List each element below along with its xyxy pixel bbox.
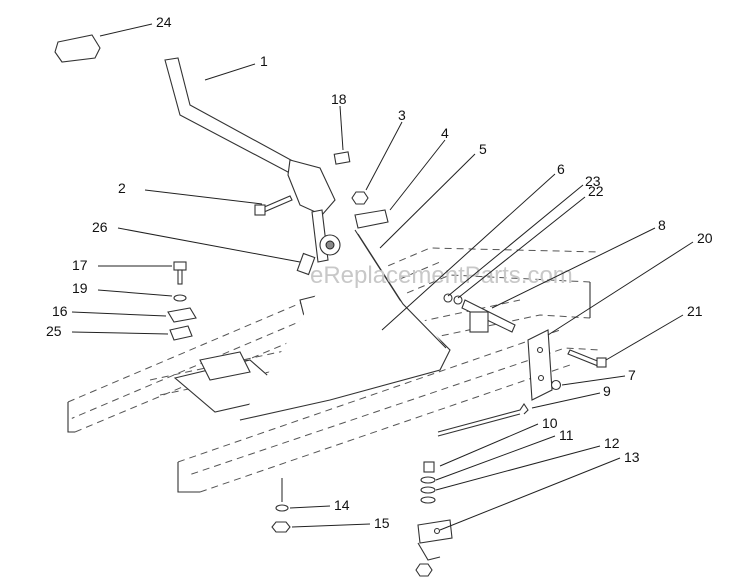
callout-10: 10 xyxy=(542,415,558,431)
bracket-4 xyxy=(354,209,389,229)
watermark-text: eReplacementParts.com xyxy=(310,262,573,289)
nut-3 xyxy=(351,191,369,205)
nut-7 xyxy=(550,379,562,391)
bolt-21 xyxy=(567,349,607,368)
bracket-20 xyxy=(527,329,553,401)
callout-3: 3 xyxy=(398,107,406,123)
callout-17: 17 xyxy=(72,257,88,273)
callout-23: 23 xyxy=(585,173,601,189)
callout-12: 12 xyxy=(604,435,620,451)
pedal-lever xyxy=(164,57,336,263)
callout-9: 9 xyxy=(603,383,611,399)
hardware-stack xyxy=(415,461,453,577)
callout-15: 15 xyxy=(374,515,390,531)
callout-4: 4 xyxy=(441,125,449,141)
pedal-pad xyxy=(54,34,101,63)
clip-18 xyxy=(333,151,351,165)
bolt-2 xyxy=(254,195,293,216)
callout-24: 24 xyxy=(156,14,172,30)
callout-7: 7 xyxy=(628,367,636,383)
callout-11: 11 xyxy=(559,427,574,443)
callout-13: 13 xyxy=(624,449,640,465)
callout-22: 22 xyxy=(588,183,604,199)
pivot-26 xyxy=(296,234,341,276)
left-hardware xyxy=(167,261,197,341)
link-rod xyxy=(437,403,529,437)
callout-8: 8 xyxy=(658,217,666,233)
washers-22-23 xyxy=(443,293,463,305)
callout-1: 1 xyxy=(260,53,268,69)
callout-6: 6 xyxy=(557,161,565,177)
callout-19: 19 xyxy=(72,280,88,296)
callout-20: 20 xyxy=(697,230,713,246)
callout-labels: 24 1 18 3 4 5 2 6 23 22 26 8 20 17 19 16… xyxy=(46,14,713,531)
callout-21: 21 xyxy=(687,303,703,319)
callout-5: 5 xyxy=(479,141,487,157)
leader-lines xyxy=(71,23,694,531)
shaft-8 xyxy=(461,299,516,333)
callout-26: 26 xyxy=(92,219,108,235)
lower-washers xyxy=(271,478,291,533)
callout-18: 18 xyxy=(331,91,347,107)
control-rod xyxy=(239,229,451,421)
callout-25: 25 xyxy=(46,323,62,339)
callout-2: 2 xyxy=(118,180,126,196)
callout-16: 16 xyxy=(52,303,68,319)
callout-14: 14 xyxy=(334,497,350,513)
